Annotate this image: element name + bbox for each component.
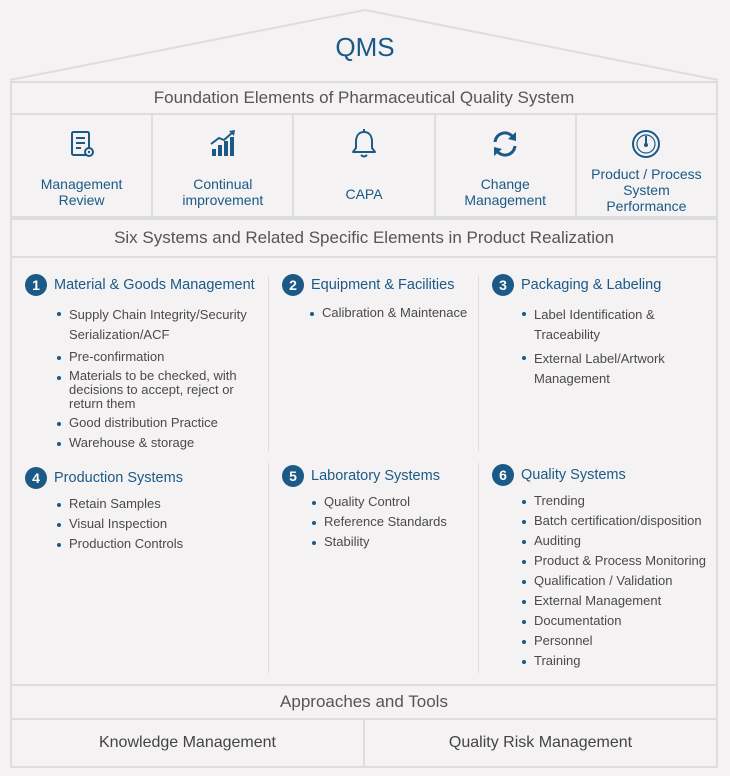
list-item: Trending bbox=[520, 493, 717, 509]
foundation-label: Product / Process bbox=[591, 166, 702, 182]
approaches-tools: Knowledge Management Quality Risk Manage… bbox=[10, 720, 718, 768]
page-title: QMS bbox=[335, 32, 395, 62]
checklist-gear-icon bbox=[70, 131, 94, 157]
list-item: Auditing bbox=[520, 533, 717, 549]
system-title: Laboratory Systems bbox=[311, 468, 440, 484]
system-laboratory: 5 Laboratory Systems Quality Control Ref… bbox=[282, 464, 477, 554]
system-equipment-facilities: 2 Equipment & Facilities Calibration & M… bbox=[282, 273, 477, 325]
list-item: Quality Control bbox=[310, 494, 477, 510]
column-divider bbox=[478, 463, 479, 673]
foundation-label: Change bbox=[480, 176, 530, 192]
system-title: Quality Systems bbox=[521, 467, 626, 483]
system-title: Packaging & Labeling bbox=[521, 277, 662, 293]
list-item: Qualification / Validation bbox=[520, 573, 717, 589]
list-item: Supply Chain Integrity/Security Serializ… bbox=[55, 305, 265, 345]
knowledge-management: Knowledge Management bbox=[12, 720, 365, 766]
column-divider bbox=[478, 276, 479, 451]
foundation-capa: CAPA bbox=[294, 114, 436, 216]
roof-outline bbox=[9, 8, 719, 81]
foundation-product-process-performance: Product / Process System Performance bbox=[577, 114, 716, 216]
list-item: Label Identification & Traceability bbox=[520, 305, 680, 345]
list-item: Reference Standards bbox=[310, 514, 477, 530]
list-item: Visual Inspection bbox=[55, 516, 265, 532]
bell-icon bbox=[352, 129, 376, 158]
list-item: Production Controls bbox=[55, 536, 265, 552]
foundation-elements: Management Review Continual improvement … bbox=[10, 114, 718, 218]
foundation-continual-improvement: Continual improvement bbox=[153, 114, 295, 216]
number-badge: 2 bbox=[282, 274, 304, 296]
number-badge: 4 bbox=[25, 467, 47, 489]
six-systems-area: 1 Material & Goods Management Supply Cha… bbox=[10, 258, 718, 684]
list-item: Retain Samples bbox=[55, 496, 265, 512]
growth-chart-icon bbox=[210, 130, 235, 156]
foundation-change-management: Change Management bbox=[436, 114, 577, 216]
system-material-goods: 1 Material & Goods Management Supply Cha… bbox=[25, 273, 265, 455]
foundation-management-review: Management Review bbox=[12, 114, 154, 216]
foundation-label: Performance bbox=[606, 198, 687, 214]
list-item: Calibration & Maintenace bbox=[308, 305, 477, 321]
list-item: Personnel bbox=[520, 633, 717, 649]
list-item: Warehouse & storage bbox=[55, 435, 265, 451]
system-title: Equipment & Facilities bbox=[311, 277, 455, 293]
list-item: Stability bbox=[310, 534, 477, 550]
foundation-label: CAPA bbox=[345, 186, 383, 202]
list-item: Batch certification/disposition bbox=[520, 513, 717, 529]
number-badge: 5 bbox=[282, 465, 304, 487]
list-item: Pre-confirmation bbox=[55, 349, 265, 365]
foundation-heading: Foundation Elements of Pharmaceutical Qu… bbox=[10, 81, 718, 115]
system-title: Production Systems bbox=[54, 470, 183, 486]
six-systems-heading: Six Systems and Related Specific Element… bbox=[10, 218, 718, 258]
column-divider bbox=[268, 276, 269, 451]
foundation-label: improvement bbox=[182, 192, 264, 208]
foundation-label: Management bbox=[40, 176, 123, 192]
list-item: Materials to be checked, with decisions … bbox=[55, 369, 265, 411]
list-item: External Label/Artwork Management bbox=[520, 349, 680, 389]
list-item: Documentation bbox=[520, 613, 717, 629]
number-badge: 6 bbox=[492, 464, 514, 486]
quality-risk-management: Quality Risk Management bbox=[448, 734, 633, 751]
system-packaging-labeling: 3 Packaging & Labeling Label Identificat… bbox=[492, 273, 712, 393]
list-item: Product & Process Monitoring bbox=[520, 553, 717, 569]
system-title: Material & Goods Management bbox=[54, 277, 255, 293]
foundation-label: System bbox=[623, 182, 670, 198]
foundation-label: Management bbox=[464, 192, 547, 208]
list-item: Good distribution Practice bbox=[55, 415, 265, 431]
approaches-heading: Approaches and Tools bbox=[10, 684, 718, 720]
system-quality: 6 Quality Systems Trending Batch certifi… bbox=[492, 463, 717, 673]
gauge-icon bbox=[632, 130, 661, 158]
column-divider bbox=[268, 463, 269, 673]
foundation-label: Review bbox=[58, 192, 105, 208]
list-item: Training bbox=[520, 653, 717, 669]
number-badge: 1 bbox=[25, 274, 47, 296]
system-production: 4 Production Systems Retain Samples Visu… bbox=[25, 466, 265, 556]
foundation-label: Continual bbox=[193, 176, 253, 192]
refresh-arrows-icon bbox=[493, 131, 517, 157]
number-badge: 3 bbox=[492, 274, 514, 296]
list-item: External Management bbox=[520, 593, 717, 609]
